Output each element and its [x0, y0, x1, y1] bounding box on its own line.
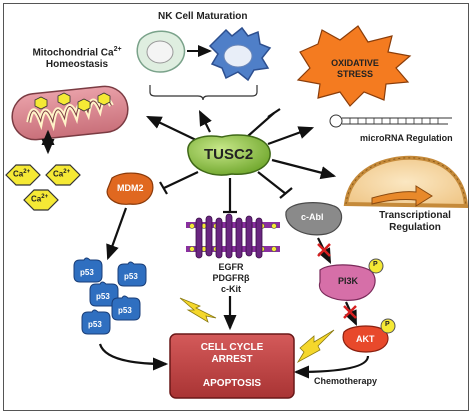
akt-label: AKT: [356, 334, 375, 344]
pi3k-label: PI3K: [338, 276, 359, 286]
nk-bracket: [149, 85, 258, 101]
chemotherapy-label: Chemotherapy: [314, 376, 378, 386]
mito-label-sup: 2+: [113, 46, 122, 53]
p53-label-3: p53: [96, 292, 110, 301]
p53-label-5: p53: [88, 320, 102, 329]
ca-text-3: Ca: [31, 194, 42, 204]
outcome-apoptosis-label: APOPTOSIS: [202, 378, 262, 389]
mdm2-protein: [106, 172, 154, 205]
p53-cluster: [73, 257, 147, 335]
outcome-line1: CELL CYCLE: [200, 342, 264, 353]
pi3k-phospho-label: P: [373, 261, 378, 268]
receptor-pdgfrb: PDGFRβ: [212, 273, 250, 283]
akt-protein: [342, 325, 389, 353]
receptor-label: EGFR PDGFRβ c-Kit: [206, 262, 256, 295]
mito-label-line2: Homeostasis: [45, 59, 109, 71]
tusc2-effect-arrows: [146, 108, 337, 214]
ca-text-2: Ca: [53, 169, 64, 179]
transcription-label: Transcriptional Regulation: [370, 210, 460, 234]
oxidative-stress-burst: [296, 25, 412, 107]
ca-sup-3: 2+: [41, 194, 49, 200]
microrna-label: microRNA Regulation: [360, 133, 453, 143]
outcome-cell-cycle-label: CELL CYCLE ARREST: [170, 342, 294, 366]
diagram-border: [3, 3, 469, 411]
transcription-line1: Transcriptional: [379, 210, 451, 221]
akt-phospho: [380, 318, 396, 334]
p53-label-4: p53: [118, 306, 132, 315]
mdm2-label: MDM2: [117, 183, 144, 193]
mitochondrion: [11, 85, 129, 141]
inhibition-cross-2: [343, 305, 357, 319]
outcome-line2: ARREST: [211, 354, 253, 365]
cabl-label: c-Abl: [301, 212, 324, 222]
calcium-label-2: Ca2+: [53, 169, 70, 179]
nucleus: [343, 155, 469, 209]
receptor-egfr: EGFR: [218, 262, 244, 272]
mature-nk-cell: [208, 26, 272, 82]
ca-sup-1: 2+: [23, 169, 31, 175]
transcription-line2: Regulation: [389, 222, 441, 233]
calcium-ion-3: [23, 189, 59, 211]
pi3k-protein: [318, 264, 376, 301]
calcium-label-3: Ca2+: [31, 194, 48, 204]
lightning-bolt-left: [179, 297, 217, 323]
oxidative-line2: STRESS: [336, 69, 373, 79]
outcome-box: [169, 333, 295, 399]
calcium-ion-1: [5, 164, 41, 186]
mito-calcium-label: Mitochondrial Ca2+ Homeostasis: [12, 44, 142, 71]
inhibition-cross-1: [317, 243, 331, 257]
nk-maturation-label: NK Cell Maturation: [158, 11, 248, 22]
lightning-bolt-right: [296, 329, 335, 364]
pi3k-phospho: [368, 258, 384, 274]
cabl-protein: [285, 202, 343, 236]
akt-to-outcome-arrow: [293, 355, 370, 379]
mito-calcium-dots: [34, 92, 111, 112]
ca-text-1: Ca: [13, 169, 24, 179]
mito-label-line1: Mitochondrial Ca: [32, 47, 114, 59]
p53-to-outcome-arrow: [98, 343, 169, 371]
oxidative-stress-label: OXIDATIVE STRESS: [318, 58, 392, 80]
p53-label-2: p53: [124, 272, 138, 281]
p53-label-1: p53: [80, 268, 94, 277]
calcium-label-1: Ca2+: [13, 169, 30, 179]
akt-phospho-label: P: [385, 321, 390, 328]
immature-nk-cell: [136, 30, 186, 73]
mdm2-to-p53-arrow: [106, 207, 128, 261]
tusc2-protein: [187, 134, 271, 176]
oxidative-line1: OXIDATIVE: [331, 58, 379, 68]
calcium-ion-2: [45, 164, 81, 186]
receptor-ckit: c-Kit: [221, 284, 241, 294]
tusc2-label: TUSC2: [204, 146, 254, 163]
ca-sup-2: 2+: [63, 169, 71, 175]
receptor-membrane: [186, 213, 280, 259]
microrna-hairpin: [329, 114, 452, 128]
